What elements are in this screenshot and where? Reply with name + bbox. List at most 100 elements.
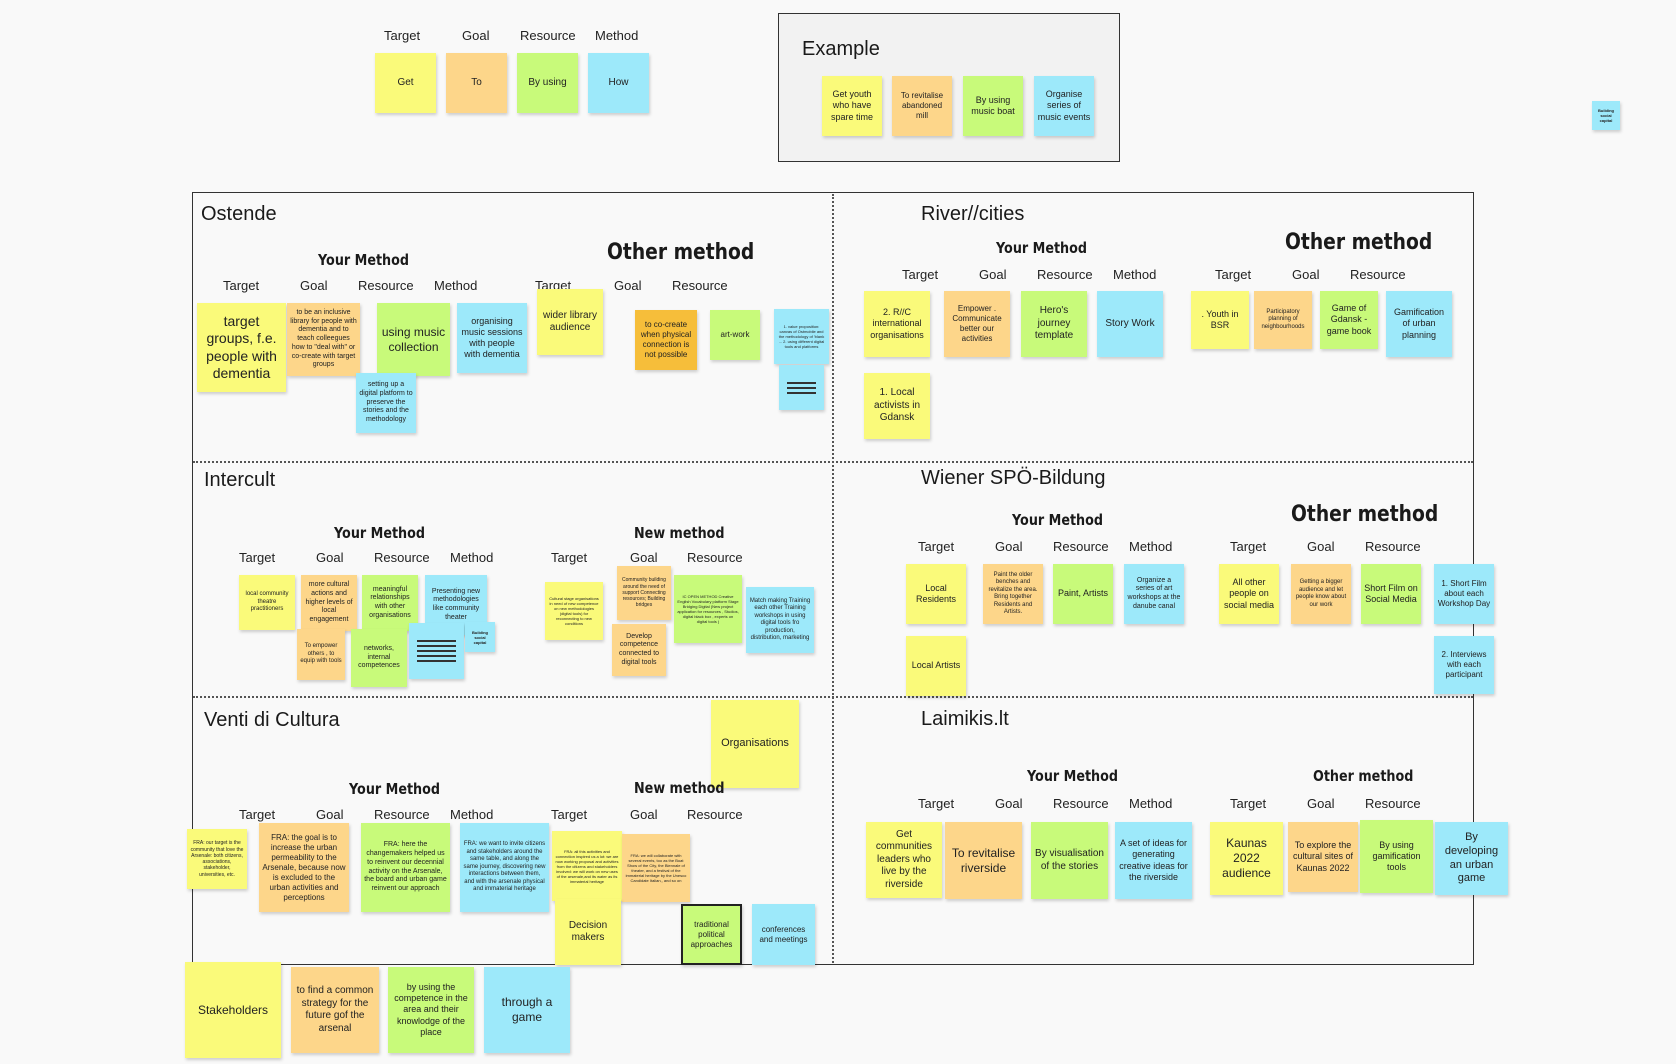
your-method-heading: Your Method [1027, 767, 1119, 785]
sticky-note[interactable]: Develop competence connected to digital … [612, 624, 666, 676]
sticky-note[interactable]: Getting a bigger audience and let people… [1291, 564, 1351, 624]
sticky-note[interactable]: 1. Local activists in Gdansk [864, 373, 930, 439]
legend-note-get[interactable]: Get [375, 53, 436, 113]
sticky-note[interactable]: organising music sessions with people wi… [457, 303, 527, 373]
horizontal-divider [193, 696, 1473, 698]
example-note[interactable]: Get youth who have spare time [822, 76, 882, 136]
legend-note-by-using[interactable]: By using [517, 53, 578, 113]
sticky-note[interactable]: . Youth in BSR [1191, 291, 1249, 349]
sticky-note[interactable]: Stakeholders [185, 962, 281, 1058]
column-label-method: Method [1113, 267, 1157, 282]
column-label-resource: Resource [1037, 267, 1093, 282]
sticky-note[interactable]: target groups, f.e. people with dementia [197, 303, 286, 392]
sticky-note[interactable]: By visualisation of the stories [1031, 822, 1108, 899]
sticky-note[interactable]: Decision makers [555, 899, 621, 965]
sticky-note[interactable]: IC OPEN METHOD Creative English Vocabula… [674, 575, 742, 643]
sticky-note[interactable]: Match making Training each other Trainin… [746, 587, 814, 653]
sticky-note[interactable]: Paint the older benches and revitalize t… [983, 564, 1043, 624]
sticky-note[interactable]: FRA: all this activities and connection … [552, 831, 622, 901]
legend-note-to[interactable]: To [446, 53, 507, 113]
sticky-note[interactable]: Kaunas 2022 audience [1210, 822, 1283, 895]
column-label-resource: Resource [374, 807, 430, 822]
column-label-target: Target [918, 796, 955, 811]
sticky-note[interactable]: 2. R//C international organisations [864, 291, 930, 357]
sticky-note[interactable]: To explore the cultural sites of Kaunas … [1288, 822, 1358, 892]
sticky-note[interactable]: Local Residents [906, 564, 966, 624]
sticky-note[interactable]: conferences and meetings [752, 904, 815, 965]
example-note[interactable]: By using music boat [963, 76, 1023, 136]
sticky-note[interactable]: Paint, Artists [1053, 564, 1113, 624]
sticky-note[interactable]: Hero's journey template [1021, 291, 1087, 357]
sticky-note[interactable]: Local Artists [906, 636, 966, 696]
sticky-note[interactable]: 2. Interviews with each participant [1434, 636, 1494, 694]
sticky-note[interactable]: Empower . Communicate better our activit… [944, 291, 1010, 357]
column-label-resource: Resource [1350, 267, 1406, 282]
sticky-note[interactable]: 1. Short Film about each Workshop Day [1434, 564, 1494, 624]
sticky-note[interactable]: Get communities leaders who live by the … [866, 822, 942, 898]
sticky-note[interactable]: by using the competence in the area and … [388, 967, 474, 1053]
sticky-note[interactable]: Organize a series of art workshops at th… [1124, 564, 1184, 624]
sticky-note[interactable]: more cultural actions and higher levels … [301, 575, 357, 631]
sticky-note[interactable]: FRA: we will collaborate with several ev… [622, 834, 690, 902]
sticky-note[interactable]: through a game [484, 967, 570, 1053]
column-label-target: Target [551, 807, 588, 822]
sticky-note[interactable]: to find a common strategy for the future… [291, 967, 379, 1053]
column-label-resource: Resource [672, 278, 728, 293]
sticky-note[interactable]: Community building around the need of su… [617, 566, 671, 620]
sticky-note[interactable]: A set of ideas for generating creative i… [1115, 822, 1192, 899]
your-method-heading: Your Method [1012, 511, 1104, 529]
sticky-note[interactable]: local community theatre practitioners [239, 575, 295, 630]
sticky-note[interactable]: networks, internal competences [351, 629, 407, 687]
sticky-note[interactable]: Gamification of urban planning [1386, 291, 1452, 357]
other-method-heading: Other method [1313, 767, 1414, 785]
sticky-note[interactable]: using music collection [377, 303, 450, 376]
sticky-note[interactable]: All other people on social media [1219, 564, 1279, 624]
legend-note-how[interactable]: How [588, 53, 649, 113]
sticky-note-lines[interactable] [409, 623, 464, 679]
sticky-note[interactable]: Cultural stage organisations in need of … [545, 582, 603, 640]
new-method-heading: New method [634, 779, 725, 797]
column-label-resource: Resource [1053, 539, 1109, 554]
sticky-note[interactable]: By developing an urban game [1435, 822, 1508, 895]
sticky-note[interactable]: traditional political approaches [681, 904, 742, 965]
example-title: Example [802, 38, 880, 60]
sticky-note[interactable]: FRA: the goal is to increase the urban p… [259, 823, 349, 912]
section-title-wiener: Wiener SPÖ-Bildung [921, 467, 1106, 489]
example-note[interactable]: To revitalise abandoned mill [892, 76, 952, 136]
sticky-note[interactable]: By using gamification tools [1360, 820, 1433, 893]
column-label-goal: Goal [995, 796, 1023, 811]
sticky-note[interactable]: wider library audience [537, 289, 603, 355]
corner-note[interactable]: Building social capital [1592, 101, 1620, 130]
sticky-note[interactable]: To revitalise riverside [945, 822, 1022, 899]
column-label-goal: Goal [630, 550, 658, 565]
sticky-note[interactable]: FRA: our target is the community that lo… [187, 829, 247, 889]
column-label-method: Method [1129, 539, 1173, 554]
example-note[interactable]: Organise series of music events [1034, 76, 1094, 136]
column-label-target: Target [1230, 539, 1267, 554]
sticky-note[interactable]: meaningful relationships with other orga… [362, 575, 418, 631]
sticky-note[interactable]: FRA: we want to invite citizens and stak… [460, 823, 549, 912]
sticky-note[interactable]: to co-create when physical connection is… [635, 310, 697, 370]
sticky-note[interactable]: Organisations [711, 700, 799, 788]
sticky-note[interactable]: To empower others , to equip with tools [297, 629, 345, 680]
sticky-note[interactable]: Building social capital [465, 622, 495, 652]
sticky-note[interactable]: Short Film on Social Media [1361, 564, 1421, 624]
your-method-heading: Your Method [349, 780, 441, 798]
sticky-note[interactable]: Story Work [1097, 291, 1163, 357]
sticky-note[interactable]: to be an inclusive library for people wi… [287, 303, 360, 376]
sticky-note[interactable]: FRA: here the changemakers helped us to … [361, 823, 450, 912]
column-label-resource: Resource [1365, 796, 1421, 811]
sticky-note[interactable]: 1. value proposition: canvas of Ostmobil… [774, 309, 829, 364]
sticky-note[interactable]: setting up a digital platform to preserv… [356, 373, 416, 433]
sticky-note[interactable]: Participatory planning of neighbourhoods [1254, 291, 1312, 349]
sticky-note[interactable]: Game of Gdansk - game book [1320, 291, 1378, 349]
column-label-resource: Resource [687, 550, 743, 565]
sticky-note-lines[interactable] [779, 365, 824, 410]
column-label-goal: Goal [316, 807, 344, 822]
column-label-method: Method [450, 550, 494, 565]
column-label-resource: Resource [358, 278, 414, 293]
sticky-note[interactable]: art-work [710, 310, 760, 360]
other-method-heading: Other method [607, 240, 755, 265]
your-method-heading: Your Method [996, 239, 1088, 257]
legend-resource-label: Resource [520, 28, 576, 43]
